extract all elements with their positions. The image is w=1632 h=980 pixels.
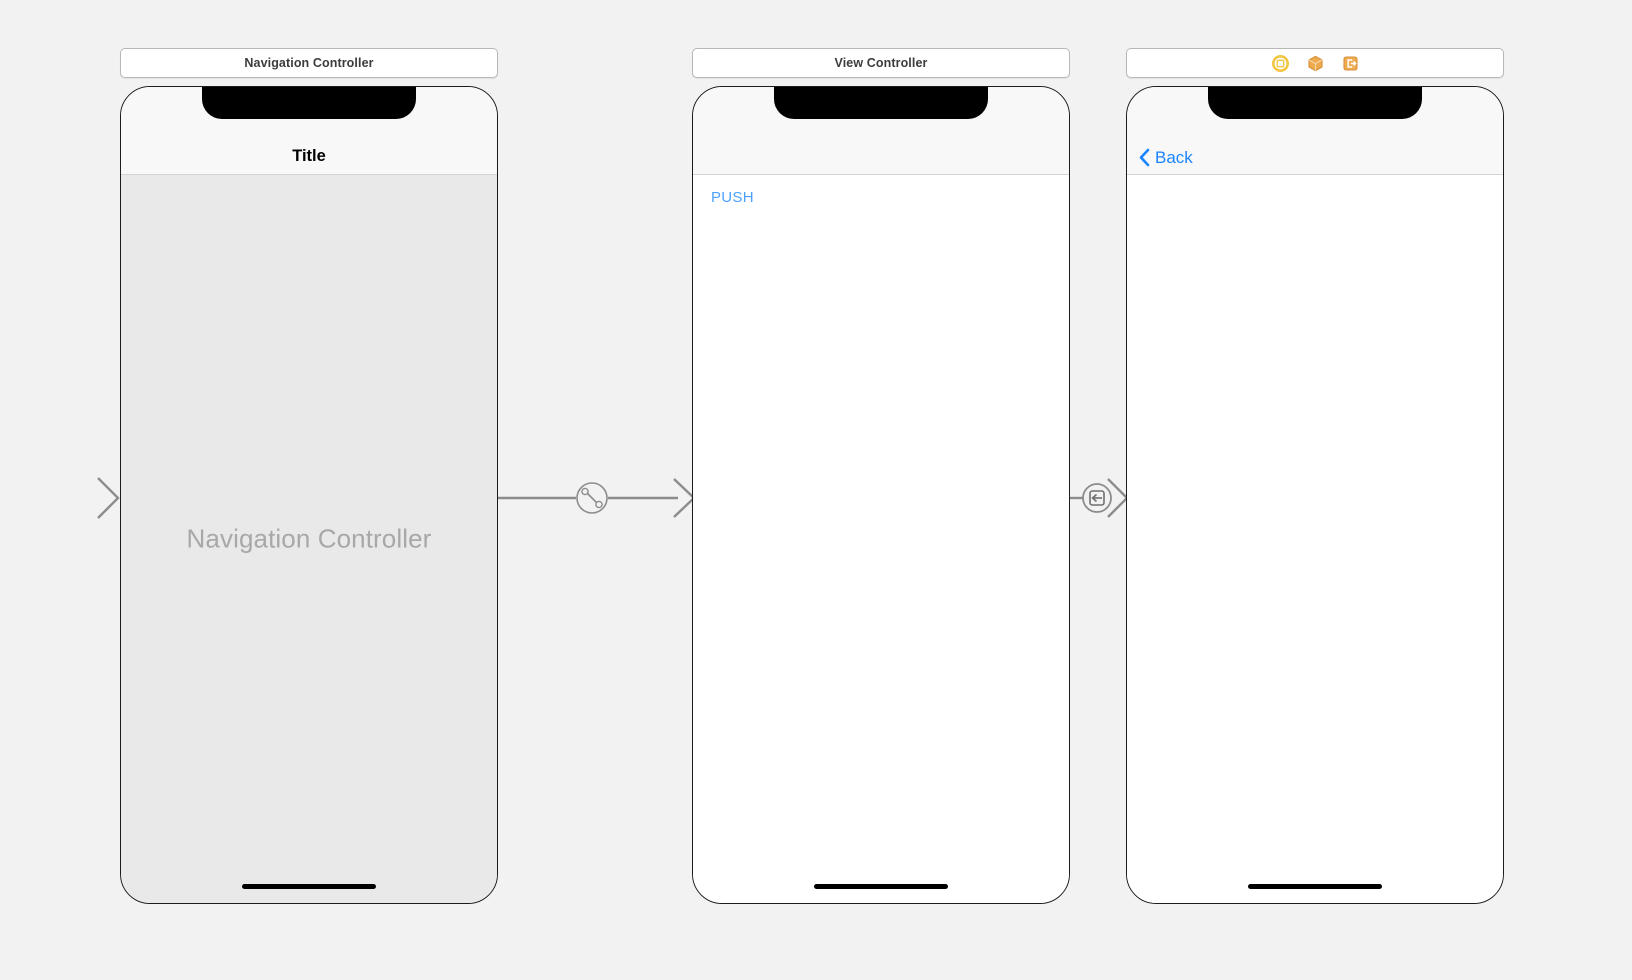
device-notch <box>1208 87 1422 119</box>
home-indicator <box>1248 883 1382 889</box>
chevron-left-icon <box>1139 148 1150 167</box>
storyboard-entry-point[interactable] <box>22 470 132 526</box>
back-button-label: Back <box>1155 148 1193 167</box>
scene-content-area[interactable]: Navigation Controller <box>121 175 497 903</box>
device-notch <box>202 87 416 119</box>
scene-content-area[interactable]: PUSH <box>693 175 1069 903</box>
first-responder-icon[interactable] <box>1307 55 1324 72</box>
scene-dock-title: Navigation Controller <box>244 56 374 70</box>
back-button[interactable]: Back <box>1139 148 1193 167</box>
scene-dock-icons <box>1271 54 1359 72</box>
push-button[interactable]: PUSH <box>711 189 754 206</box>
entry-point-arrow-icon <box>22 477 120 519</box>
device-frame-destination-view-controller[interactable]: Back <box>1126 86 1504 904</box>
home-indicator <box>814 883 948 889</box>
scene-content-area[interactable] <box>1127 175 1503 903</box>
navigation-controller-placeholder-label: Navigation Controller <box>186 523 432 554</box>
show-segue[interactable] <box>1070 468 1129 528</box>
scene-dock-title: View Controller <box>834 56 928 70</box>
scene-dock-view-controller[interactable]: View Controller <box>692 48 1070 78</box>
device-screen: Title Navigation Controller <box>121 87 497 903</box>
device-frame-view-controller[interactable]: PUSH <box>692 86 1070 904</box>
show-segue-icon <box>1070 478 1129 518</box>
device-screen: PUSH <box>693 87 1069 903</box>
device-frame-navigation-controller[interactable]: Title Navigation Controller <box>120 86 498 904</box>
relationship-segue-root-view-controller[interactable] <box>498 468 696 528</box>
device-notch <box>774 87 988 119</box>
navigation-bar-title: Title <box>292 147 326 165</box>
relationship-segue-icon <box>498 478 696 518</box>
device-screen: Back <box>1127 87 1503 903</box>
scene-dock-navigation-controller[interactable]: Navigation Controller <box>120 48 498 78</box>
home-indicator <box>242 883 376 889</box>
exit-icon[interactable] <box>1342 55 1359 72</box>
scene-dock-destination-view-controller[interactable] <box>1126 48 1504 78</box>
view-controller-icon[interactable] <box>1271 54 1289 72</box>
